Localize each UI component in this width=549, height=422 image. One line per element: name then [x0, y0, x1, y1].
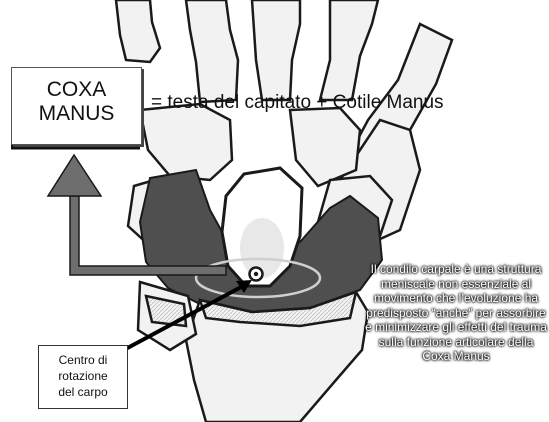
- condyle-note: Il condilo carpale è una struttura menis…: [363, 262, 549, 364]
- title-box: COXA MANUS: [11, 67, 142, 145]
- title: COXA MANUS: [12, 78, 141, 126]
- capitate-shadow: [240, 218, 284, 278]
- center-label-box: Centro di rotazione del carpo: [38, 345, 128, 409]
- center-label: Centro di rotazione del carpo: [39, 352, 127, 400]
- equation-text: = testa del capitato + Cotile Manus: [151, 92, 444, 114]
- rotation-center-dot: [254, 272, 258, 276]
